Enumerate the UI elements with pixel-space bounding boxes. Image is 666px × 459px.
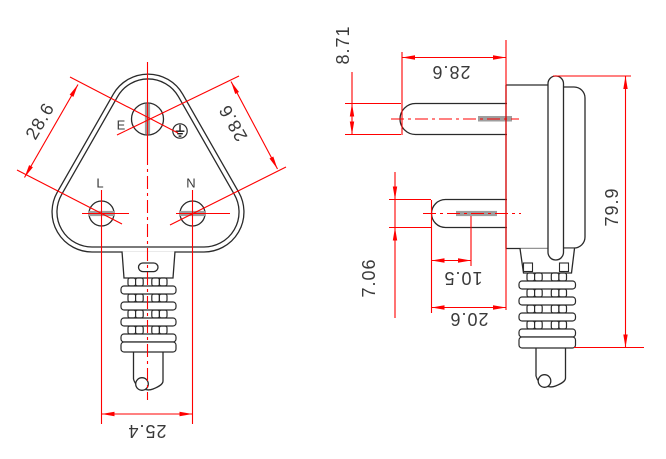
side-neck-notch-left — [522, 262, 534, 273]
dimension-power-pin-sleeve: 10.5 — [443, 268, 483, 288]
front-strain-relief — [120, 277, 177, 353]
side-cable — [535, 348, 567, 388]
dimension-power-pin-length: 20.6 — [449, 309, 489, 329]
earth-ground-icon — [172, 123, 188, 139]
dimension-overall-height: 79.9 — [602, 187, 622, 227]
en-dimension-line — [230, 81, 278, 170]
dimension-arrowheads — [24, 55, 628, 417]
front-cable — [132, 352, 164, 391]
side-cable-core — [537, 374, 552, 388]
neutral-pin-label: N — [186, 175, 196, 191]
side-neck-notch-right — [558, 262, 570, 273]
el-ext-through-live — [16, 169, 123, 225]
en-ext-through-neutral — [169, 166, 287, 226]
side-flange — [547, 75, 565, 261]
front-neck-hole — [137, 262, 159, 273]
dimension-earth-pin-diameter: 8.71 — [333, 25, 353, 65]
el-ext-through-earth — [69, 76, 179, 134]
el-dimension-line — [24, 84, 79, 178]
dimension-power-pin-diameter: 7.06 — [359, 258, 379, 298]
side-pins — [399, 85, 512, 249]
side-view-body — [506, 84, 586, 274]
front-relief-ribs — [120, 285, 177, 353]
dimension-earth-pin-length: 28.6 — [431, 62, 471, 82]
earth-pin-label: E — [116, 117, 126, 133]
en-ext-through-earth — [116, 75, 240, 136]
dimension-live-neutral-pitch: 25.4 — [127, 421, 167, 441]
side-relief-ribs — [518, 280, 577, 349]
front-body-inner-outline — [56, 78, 240, 248]
live-pin-label: L — [96, 175, 104, 191]
side-strain-relief — [518, 272, 577, 349]
side-base-block — [506, 85, 548, 249]
front-cable-core — [135, 377, 149, 391]
